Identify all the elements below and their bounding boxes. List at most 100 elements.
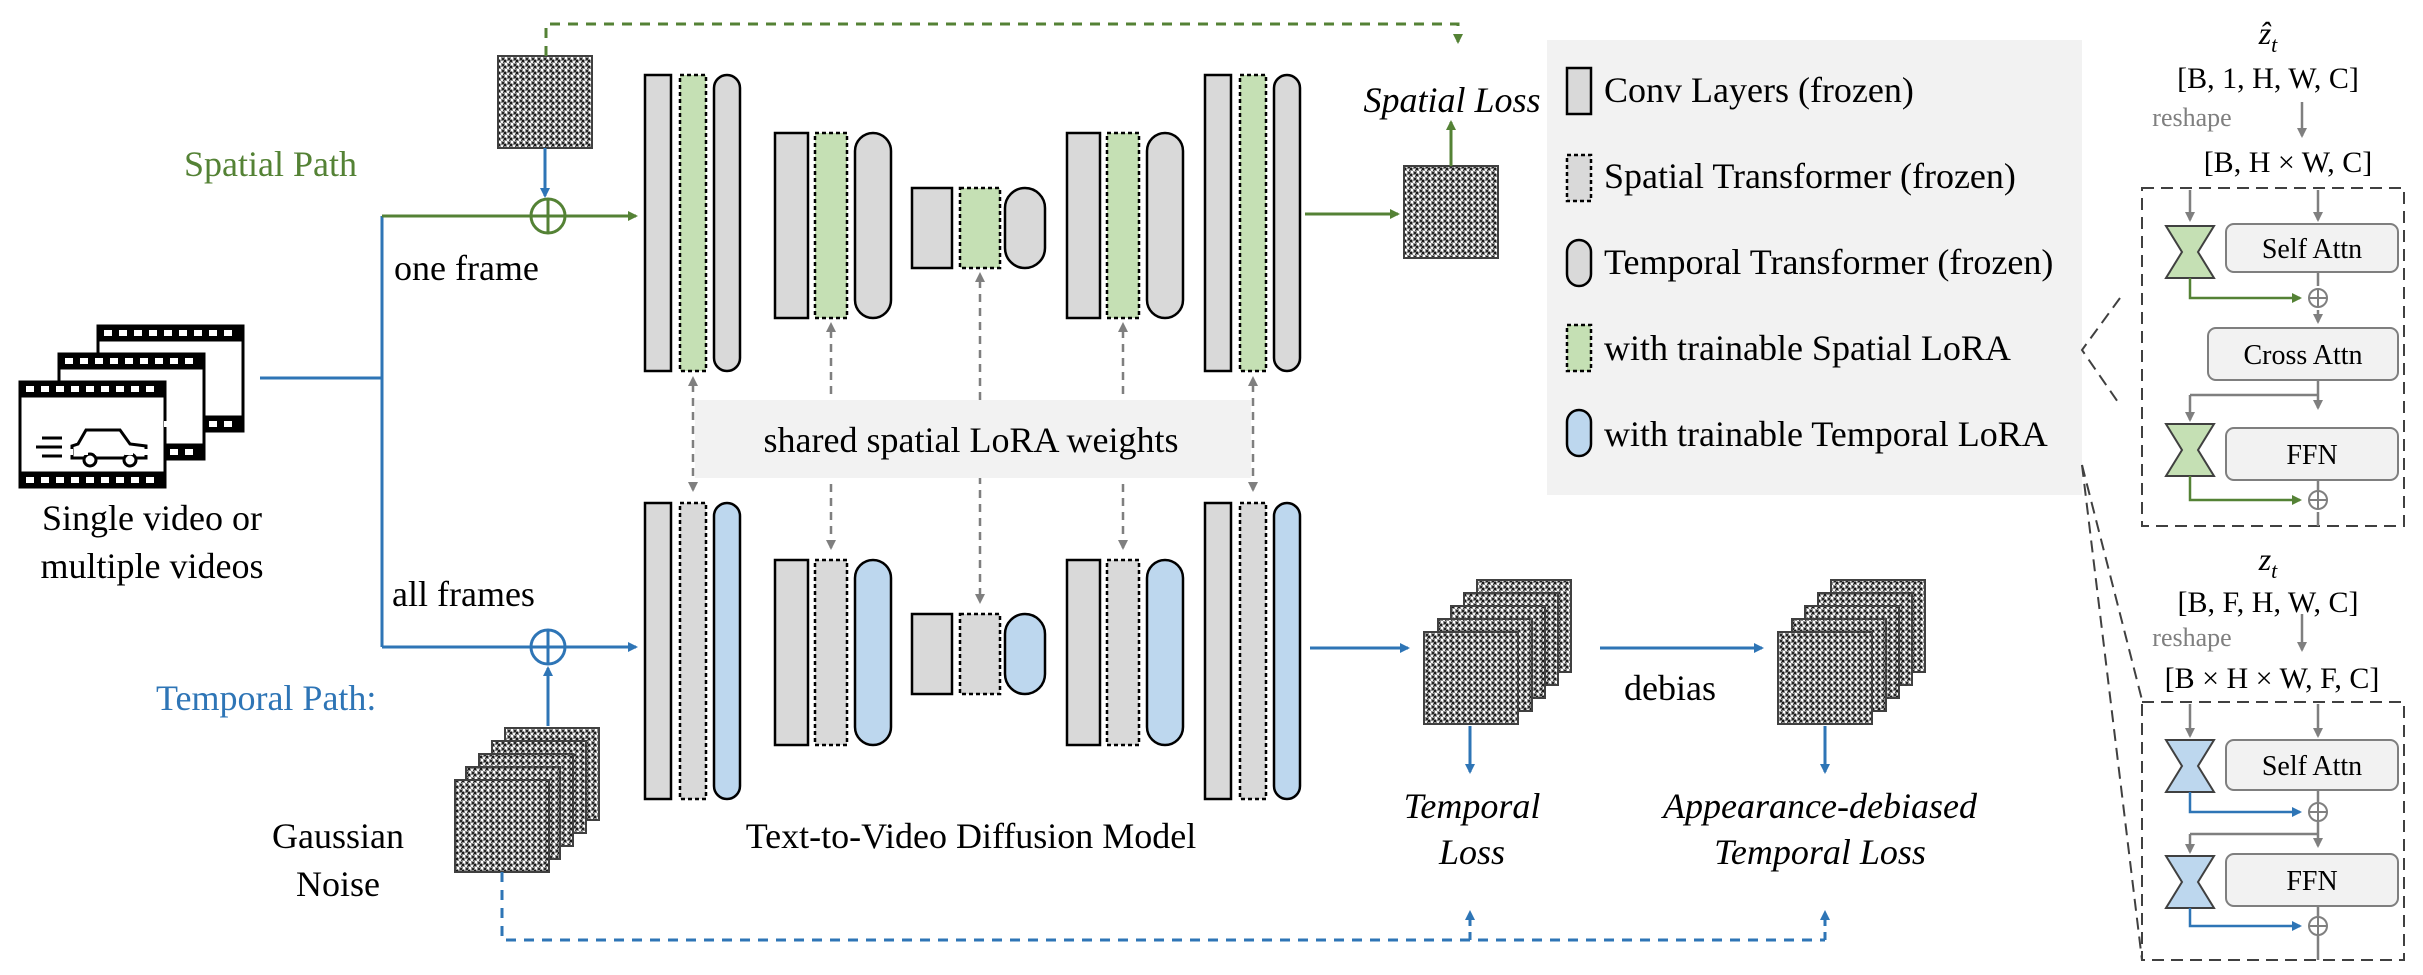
spatial-add-circle	[529, 197, 567, 235]
input-label-line1: Single video or	[42, 498, 262, 538]
film-hole	[86, 477, 94, 483]
film-hole	[95, 358, 103, 364]
spatial-path-label: Spatial Path	[184, 144, 357, 184]
legend-callouts	[2080, 297, 2143, 961]
film-hole	[56, 477, 64, 483]
spatial-loss-dashed-link	[544, 22, 1463, 56]
film-hole	[80, 358, 88, 364]
film-hole	[95, 449, 103, 455]
legend-temporal-lora-label: with trainable Temporal LoRA	[1604, 414, 2048, 454]
temporal-detail-panel	[2141, 701, 2405, 961]
film-hole	[26, 386, 34, 392]
temporal-loss-label-line1: Temporal	[1404, 786, 1541, 826]
legend-conv-label: Conv Layers (frozen)	[1604, 70, 1914, 110]
film-hole	[146, 386, 154, 392]
legend-spatial-lora-label: with trainable Spatial LoRA	[1604, 328, 2011, 368]
legend-conv-swatch	[1565, 66, 1593, 116]
film-hole	[125, 358, 133, 364]
temporal-self-attn-block	[2225, 739, 2399, 791]
legend-spatial-transformer-label: Spatial Transformer (frozen)	[1604, 156, 2016, 196]
film-hole	[149, 330, 157, 336]
spatial-reshape-label: reshape	[2152, 103, 2231, 132]
spatial-shape-in: [B, 1, H, W, C]	[2177, 62, 2359, 95]
film-hole	[140, 449, 148, 455]
spatial-ffn-block	[2225, 427, 2399, 481]
film-hole	[104, 421, 112, 427]
temporal-lora-bypass	[2188, 792, 2302, 931]
film-hole	[101, 477, 109, 483]
film-hole	[131, 477, 139, 483]
debias-label: debias	[1624, 668, 1716, 708]
temporal-var-label: zt	[2258, 541, 2278, 583]
temporal-adder-circles	[2308, 802, 2328, 936]
debiased-loss-label-line2: Temporal Loss	[1714, 832, 1926, 872]
film-hole	[185, 358, 193, 364]
temporal-shape-in: [B, F, H, W, C]	[2178, 586, 2359, 619]
spatial-detail-panel	[2141, 187, 2405, 527]
spatial-var-label: ẑt	[2258, 15, 2278, 57]
film-hole	[65, 358, 73, 364]
film-hole	[116, 477, 124, 483]
spatial-lora-icons	[2164, 225, 2216, 477]
temporal-shape-out: [B × H × W, F, C]	[2165, 662, 2380, 695]
gaussian-noise-label-line1: Gaussian	[272, 816, 404, 856]
film-hole	[65, 449, 73, 455]
film-hole	[26, 477, 34, 483]
shared-weights-label: shared spatial LoRA weights	[764, 420, 1179, 460]
film-hole	[86, 386, 94, 392]
temporal-add-circle	[529, 628, 567, 666]
film-hole	[155, 358, 163, 364]
spatial-adder-circles	[2308, 288, 2328, 510]
legend-swatches	[1565, 66, 1593, 458]
film-hole	[164, 330, 172, 336]
film-hole	[140, 358, 148, 364]
film-hole	[224, 330, 232, 336]
spatial-detail-blocks	[2207, 223, 2399, 481]
video-stack-icon	[18, 324, 245, 489]
spatial-output-frame	[1403, 165, 1499, 259]
film-hole	[71, 477, 79, 483]
spatial-shape-out: [B, H × W, C]	[2204, 146, 2373, 179]
debiased-loss-label-line1: Appearance-debiased	[1661, 786, 1978, 826]
film-hole	[104, 330, 112, 336]
spatial-unet	[643, 73, 1302, 373]
gaussian-noise-label-line2: Noise	[296, 864, 380, 904]
legend-spatial-lora-swatch	[1565, 323, 1593, 373]
film-hole	[131, 386, 139, 392]
temporal-ffn-block	[2225, 853, 2399, 907]
film-hole	[170, 449, 178, 455]
input-connector	[260, 216, 384, 647]
film-hole	[116, 386, 124, 392]
legend-panel	[1547, 40, 2082, 495]
spatial-cross-attn-block	[2207, 327, 2399, 381]
film-hole	[170, 358, 178, 364]
film-hole	[164, 421, 172, 427]
film-hole	[134, 330, 142, 336]
film-hole	[179, 330, 187, 336]
all-frames-label: all frames	[392, 574, 535, 614]
legend-spatial-transformer-swatch	[1565, 153, 1593, 203]
film-holes	[26, 330, 232, 483]
temporal-detail-blocks	[2225, 739, 2399, 907]
spatial-ffn-label: FFN	[2286, 440, 2337, 471]
temporal-output-stack	[1423, 579, 1572, 725]
film-hole	[209, 330, 217, 336]
temporal-loss-label-line2: Loss	[1438, 832, 1505, 872]
spatial-loss-label: Spatial Loss	[1363, 80, 1540, 120]
temporal-unet	[643, 501, 1302, 801]
film-hole	[41, 477, 49, 483]
film-hole	[209, 421, 217, 427]
film-hole	[224, 421, 232, 427]
gaussian-noise-stack	[454, 727, 600, 873]
spatial-self-attn-label: Self Attn	[2262, 234, 2362, 265]
temporal-loss-dashed-link	[500, 872, 1825, 942]
film-hole	[56, 386, 64, 392]
film-hole	[110, 358, 118, 364]
film-hole	[125, 449, 133, 455]
spatial-self-attn-block	[2225, 223, 2399, 273]
film-hole	[71, 386, 79, 392]
film-hole	[179, 421, 187, 427]
shared-weights-label-bg	[695, 400, 1251, 478]
film-hole	[155, 449, 163, 455]
